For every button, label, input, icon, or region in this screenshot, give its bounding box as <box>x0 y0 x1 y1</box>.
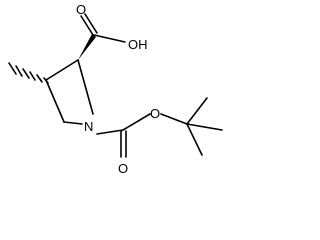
boc-c-o-ester-bond <box>122 113 151 131</box>
boc-ester-o-label: O <box>150 106 160 121</box>
ring-bond-c3-c4 <box>45 79 65 123</box>
tbu-methyl-bond-up <box>186 97 208 125</box>
ring-nitrogen-label: N <box>84 119 93 134</box>
tbu-methyl-bond-right <box>186 123 223 131</box>
tbu-methyl-bond-down <box>186 123 203 156</box>
ring-bond-c4-n1 <box>63 121 83 125</box>
structure-canvas: O OH N O O <box>8 2 223 176</box>
carboxyl-c-o-double-bond-b <box>84 13 98 34</box>
carboxyl-o-label: O <box>76 2 86 17</box>
carboxyl-solid-wedge-bond <box>78 34 96 60</box>
n-carbonyl-bond <box>96 129 124 135</box>
ring-bond-n1-c2 <box>77 59 94 115</box>
carboxyl-oh-label: OH <box>128 37 148 52</box>
carboxyl-c-o-double-bond-a <box>80 15 94 36</box>
ring-bond-c2-c3 <box>45 59 79 81</box>
boc-o-tbu-bond <box>160 113 188 125</box>
carboxyl-c-oh-bond <box>93 34 126 43</box>
molecule-structure: O OH N O O <box>8 2 223 176</box>
methyl-hashed-wedge-bond <box>8 62 49 84</box>
boc-carbonyl-o-label: O <box>118 161 128 176</box>
